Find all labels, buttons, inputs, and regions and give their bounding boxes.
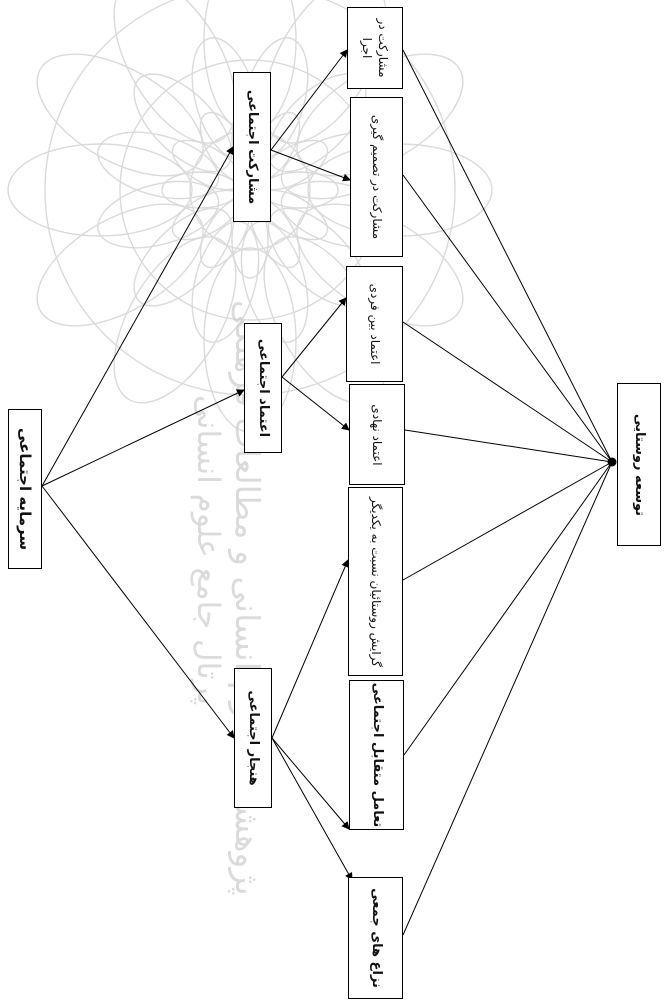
node-social-capital: سرمایه اجتماعی	[8, 409, 42, 569]
edge-attitude-development	[402, 461, 613, 581]
node-mutual-interaction: تعامل متقابل اجتماعی	[349, 680, 404, 830]
node-interpersonal-trust: اعتماد بین فردی	[346, 266, 403, 382]
rosette-petal	[7, 143, 193, 237]
edge-participation-decision	[270, 149, 351, 182]
node-social-cohesion: هنجار اجتماعی	[234, 668, 272, 808]
convergence-point	[607, 457, 617, 467]
rosette-petal	[36, 203, 204, 327]
node-social-participation: مشارکت اجتماعی	[233, 72, 271, 222]
rosette-petal	[133, 73, 233, 173]
node-social-trust: اعتماد اجتماعی	[244, 323, 282, 453]
edge-cohesion-attitude	[271, 559, 349, 739]
node-institutional-trust: اعتماد نهادی	[349, 384, 405, 485]
node-participation-decision: مشارکت در تصمیم گیری	[350, 97, 403, 257]
edge-cohesion-interaction	[271, 737, 350, 830]
edge-institutional-development	[404, 429, 613, 463]
edge-cohesion-conflict	[271, 737, 353, 881]
node-participation-execution: مشارکت در اجرا	[347, 7, 403, 89]
rosette-petal	[133, 207, 233, 307]
edge-participation-execution	[270, 49, 348, 151]
rosette-petal	[113, 236, 237, 404]
rosette-petal	[97, 180, 220, 249]
edge-conflict-development	[402, 461, 613, 936]
node-collective-conflict: نزاع های جمعی	[348, 877, 403, 999]
edge-trust-interpersonal	[281, 297, 347, 378]
node-rural-development: توسعه روستایی	[617, 383, 661, 546]
node-villagers-attitude: گرایش روستائیان نسبت به یکدیگر	[348, 487, 403, 676]
edge-decision-development	[402, 174, 613, 463]
edge-execution-development	[402, 49, 613, 463]
rosette-petal	[97, 131, 220, 200]
edge-capital-trust	[41, 389, 245, 487]
edge-interaction-development	[403, 461, 613, 756]
edge-capital-cohesion	[41, 485, 235, 739]
edge-interpersonal-development	[402, 321, 613, 463]
edge-capital-participation	[41, 146, 234, 487]
edge-trust-institutional	[281, 376, 350, 431]
rosette-petal	[36, 53, 204, 177]
